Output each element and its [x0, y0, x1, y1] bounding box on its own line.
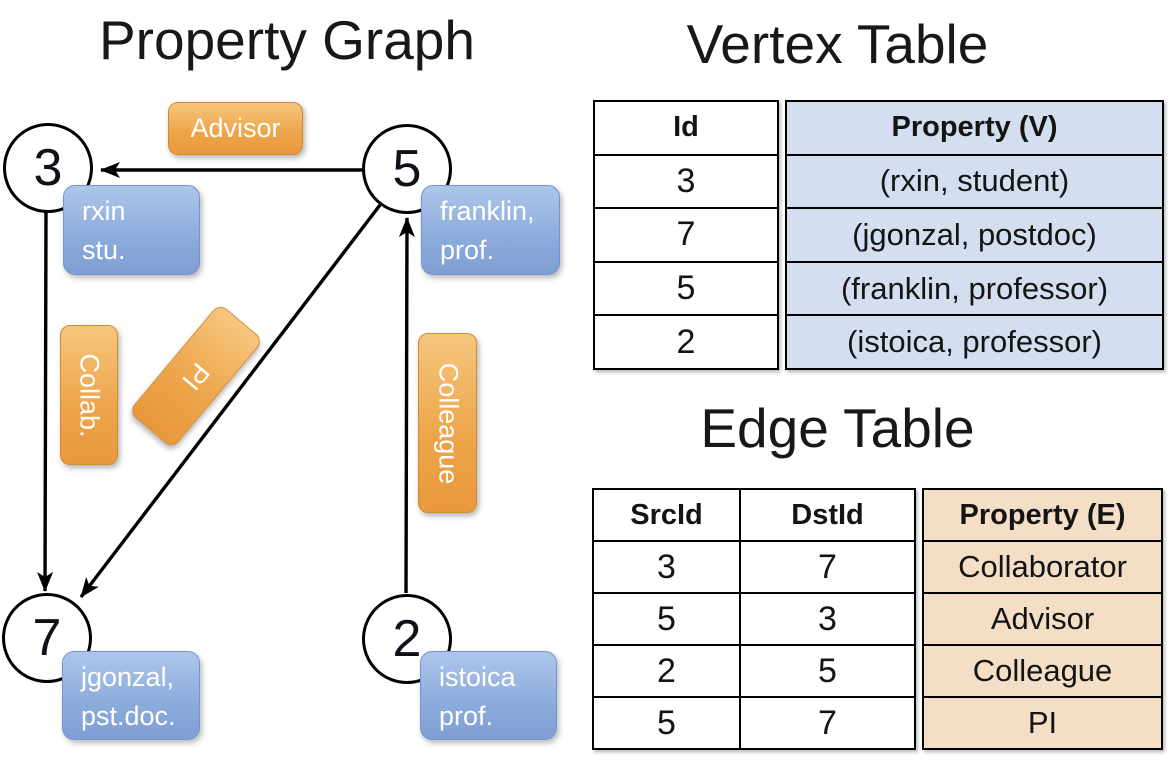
property-graph-title: Property Graph — [98, 9, 475, 71]
vertex-property-cell: (franklin, professor) — [787, 263, 1162, 317]
vertex-id-cell: 5 — [595, 263, 777, 317]
edge-label-advisor: Advisor — [168, 102, 303, 155]
vertex-table-title: Vertex Table — [686, 13, 989, 75]
edge-property-cell: Colleague — [924, 646, 1161, 698]
vertex-property-cell: (jgonzal, postdoc) — [787, 209, 1162, 263]
vertex-table-property-column: Property (V) (rxin, student) (jgonzal, p… — [785, 100, 1164, 370]
edge-table-title: Edge Table — [700, 397, 975, 459]
vertex-id-cell: 2 — [676, 322, 696, 361]
graph-node-2: 2 — [362, 594, 452, 684]
edge-table-header-dstid: DstId — [791, 498, 864, 531]
vertex-id-cell: 7 — [595, 209, 777, 263]
node-5-id: 5 — [392, 140, 422, 198]
edge-colleague-arrow-2-to-5 — [398, 217, 415, 594]
vertex-property-label-rxin: rxin stu. — [63, 185, 200, 275]
node-2-id: 2 — [392, 610, 422, 668]
property-graph-panel: Property Graph 3 5 7 2 Advisor Collab. P… — [0, 0, 580, 760]
edge-pi-arrow-5-to-7 — [79, 203, 382, 599]
edge-label-colleague: Colleague — [418, 333, 477, 513]
edge-property-cell: Collaborator — [924, 542, 1161, 594]
vertex-property-label-jgonzal: jgonzal, pst.doc. — [62, 651, 200, 740]
vertex-property-cell: (istoica, professor) — [847, 324, 1102, 360]
edge-table-header-row: SrcId DstId — [594, 490, 914, 542]
edge-table-header-property: Property (E) — [924, 490, 1161, 542]
edge-table-row: 5 7 — [594, 698, 914, 748]
edge-dstid-cell: 3 — [818, 599, 837, 638]
edge-srcid-cell: 5 — [594, 698, 741, 748]
graph-node-5: 5 — [362, 124, 452, 214]
edge-table-src-dst-columns: SrcId DstId 3 7 5 3 2 5 5 7 — [592, 488, 916, 750]
edge-table-header-srcid: SrcId — [594, 490, 741, 540]
vertex-property-label-istoica: istoica prof. — [420, 651, 557, 740]
tables-panel: Vertex Table Id 3 7 5 2 Property (V) (rx… — [580, 0, 1170, 760]
node-7-id: 7 — [32, 609, 62, 667]
edge-dstid-cell: 5 — [818, 651, 837, 690]
edge-table-row: 2 5 — [594, 646, 914, 698]
edge-dstid-cell: 7 — [818, 703, 837, 742]
edge-table-row: 3 7 — [594, 542, 914, 594]
edge-srcid-cell: 2 — [594, 646, 741, 696]
vertex-property-label-franklin: franklin, prof. — [421, 185, 560, 275]
vertex-table-header-property: Property (V) — [787, 102, 1162, 156]
edge-property-cell: Advisor — [924, 594, 1161, 646]
edge-property-cell: PI — [1027, 705, 1058, 740]
vertex-table: Id 3 7 5 2 Property (V) (rxin, student) … — [593, 100, 1164, 370]
edge-dstid-cell: 7 — [818, 547, 837, 586]
edge-table-property-column: Property (E) Collaborator Advisor Collea… — [922, 488, 1163, 750]
vertex-property-cell: (rxin, student) — [787, 156, 1162, 210]
graph-edges-layer — [37, 162, 415, 599]
edge-table-row: 5 3 — [594, 594, 914, 646]
vertex-table-id-column: Id 3 7 5 2 — [593, 100, 779, 370]
node-3-id: 3 — [33, 139, 63, 197]
vertex-id-cell: 3 — [595, 156, 777, 210]
vertex-table-header-id: Id — [595, 102, 777, 156]
edge-table: SrcId DstId 3 7 5 3 2 5 5 7 Property (E)… — [592, 488, 1163, 750]
edge-label-collab: Collab. — [60, 325, 118, 465]
edge-srcid-cell: 3 — [594, 542, 741, 592]
edge-collaborator-arrow-3-to-7 — [37, 211, 54, 592]
edge-srcid-cell: 5 — [594, 594, 741, 644]
